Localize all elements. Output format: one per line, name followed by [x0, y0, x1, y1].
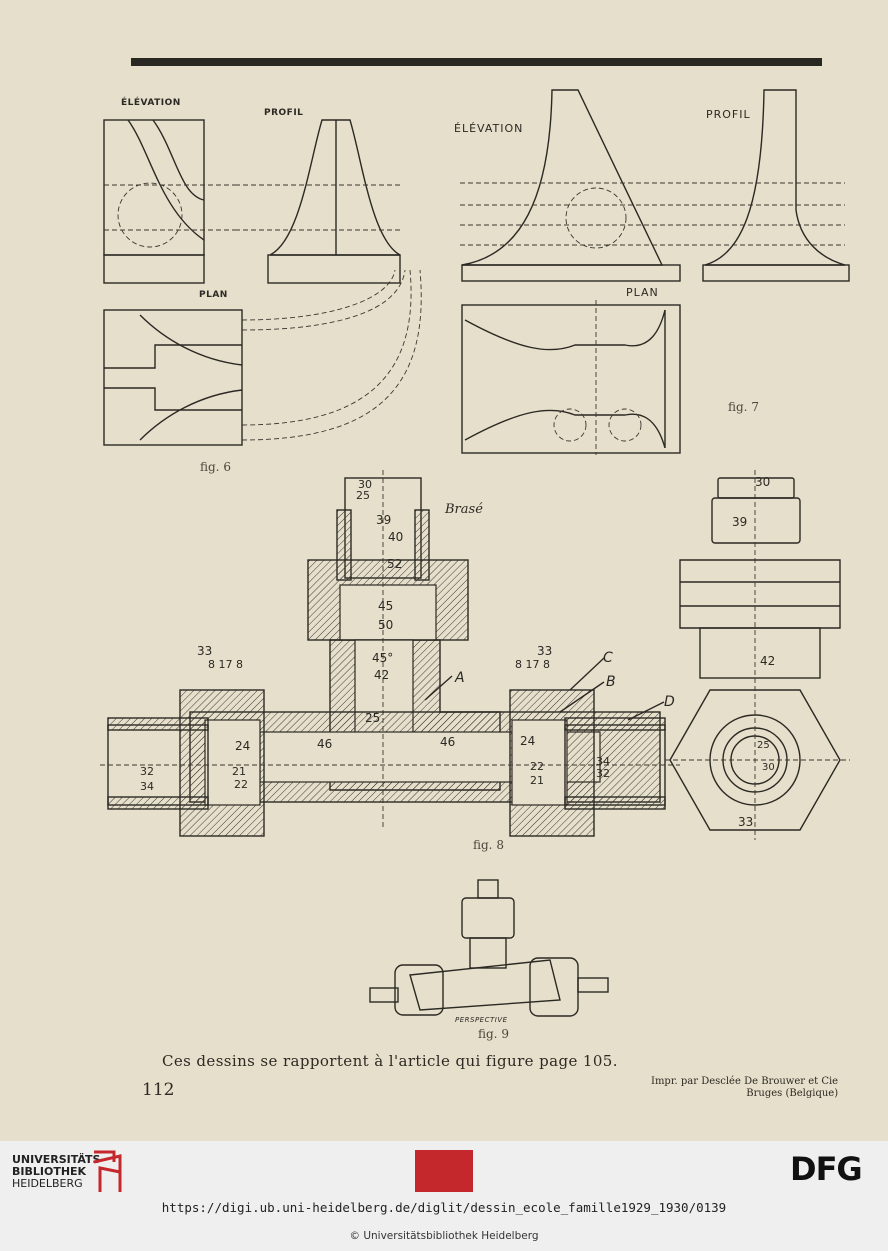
fig7-caption: fig. 7 [728, 400, 759, 414]
fig9-caption: fig. 9 [478, 1027, 509, 1041]
svg-text:24: 24 [235, 739, 250, 753]
library-logo-text[interactable]: UNIVERSITÄTS- BIBLIOTHEK HEIDELBERG [12, 1154, 105, 1190]
library-logo-icon [93, 1150, 122, 1192]
svg-text:24: 24 [520, 734, 535, 748]
perspective-label: PERSPECTIVE [455, 1016, 508, 1024]
fig7-profil [702, 89, 850, 282]
svg-text:30: 30 [358, 478, 372, 491]
svg-text:25: 25 [757, 740, 770, 751]
svg-text:8 17 8: 8 17 8 [208, 658, 243, 671]
svg-text:25: 25 [365, 711, 380, 725]
svg-text:D: D [664, 694, 675, 710]
svg-text:39: 39 [732, 515, 747, 529]
svg-text:32: 32 [140, 765, 154, 778]
dfg-logo[interactable]: DFG [790, 1150, 863, 1188]
brase-label: Brasé [445, 502, 483, 517]
top-rule [131, 58, 822, 66]
svg-text:34: 34 [140, 780, 154, 793]
svg-text:46: 46 [317, 737, 332, 751]
svg-text:C: C [603, 650, 613, 666]
fig6-plan-label: PLAN [199, 290, 228, 300]
fig8-end-view: 30 39 42 25 30 33 [665, 470, 850, 840]
library-line1: UNIVERSITÄTS- [12, 1153, 106, 1166]
svg-text:45: 45 [378, 599, 393, 613]
svg-text:39: 39 [376, 513, 391, 527]
svg-text:22: 22 [234, 778, 248, 791]
fig7-elevation-label: ÉLÉVATION [454, 122, 524, 135]
svg-text:33: 33 [537, 644, 552, 658]
svg-text:42: 42 [760, 654, 775, 668]
fig7-plan [461, 300, 681, 455]
svg-text:34: 34 [596, 755, 610, 768]
page-url[interactable]: https://digi.ub.uni-heidelberg.de/diglit… [161, 1200, 727, 1215]
svg-text:21: 21 [530, 774, 544, 787]
svg-text:B: B [606, 674, 616, 690]
svg-text:52: 52 [387, 557, 402, 571]
svg-text:32: 32 [596, 767, 610, 780]
page-number: 112 [142, 1080, 175, 1100]
fig8-section: 30 25 39 40 52 45 50 45° 42 25 46 46 33 … [100, 470, 680, 837]
imprint-line1: Impr. par Desclée De Brouwer et Cie [651, 1076, 839, 1087]
svg-text:25: 25 [356, 489, 370, 502]
svg-text:33: 33 [738, 815, 753, 829]
fig6-elevation [103, 119, 235, 284]
svg-text:50: 50 [378, 618, 393, 632]
svg-text:42: 42 [374, 668, 389, 682]
svg-text:45°: 45° [372, 651, 393, 665]
fig8-caption: fig. 8 [473, 838, 504, 852]
fig6-profil [235, 119, 401, 284]
page-caption: Ces dessins se rapportent à l'article qu… [162, 1052, 618, 1070]
fig7-elevation [460, 89, 845, 282]
svg-text:30: 30 [755, 475, 770, 489]
fig7-plan-label: PLAN [626, 286, 659, 299]
fig9-perspective [369, 879, 609, 1017]
fig7-profil-label: PROFIL [706, 108, 751, 121]
svg-text:21: 21 [232, 765, 246, 778]
fig6-caption: fig. 6 [200, 460, 231, 474]
project-badge-icon[interactable] [415, 1150, 473, 1192]
scanned-page: 30 25 39 40 52 45 50 45° 42 25 46 46 33 … [0, 0, 888, 1141]
svg-text:33: 33 [197, 644, 212, 658]
svg-text:A: A [454, 670, 465, 686]
library-line2: BIBLIOTHEK [12, 1165, 87, 1178]
svg-text:22: 22 [530, 760, 544, 773]
fig6-elevation-label: ÉLÉVATION [121, 98, 181, 108]
svg-text:30: 30 [762, 762, 775, 773]
svg-text:46: 46 [440, 735, 455, 749]
svg-text:40: 40 [388, 530, 403, 544]
technical-drawings: 30 25 39 40 52 45 50 45° 42 25 46 46 33 … [100, 89, 850, 1017]
fig6-plan [103, 269, 422, 446]
copyright: © Universitätsbibliothek Heidelberg [349, 1230, 539, 1242]
imprint: Impr. par Desclée De Brouwer et Cie Brug… [651, 1076, 838, 1100]
fig6-profil-label: PROFIL [264, 108, 304, 118]
library-line3: HEIDELBERG [12, 1177, 83, 1190]
imprint-line2: Bruges (Belgique) [746, 1088, 839, 1099]
svg-text:8 17 8: 8 17 8 [515, 658, 550, 671]
